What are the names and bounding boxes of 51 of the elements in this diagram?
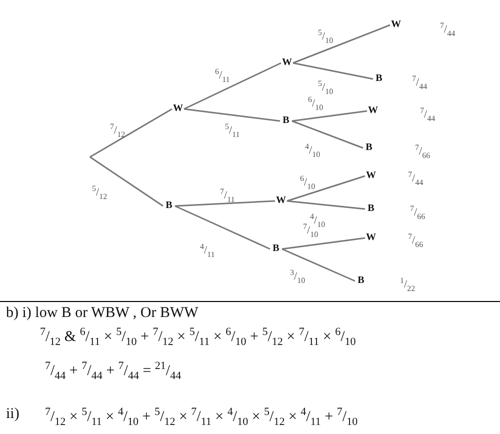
branch-line	[292, 120, 364, 149]
edge-label: $^{5}$/$_{10}$	[318, 27, 334, 47]
outcome-letter: B	[280, 114, 292, 128]
probability-label: $^{7}$/$_{66}$	[408, 231, 424, 251]
branch-line	[184, 108, 280, 122]
outcome-letter: W	[275, 194, 287, 208]
outcome-letter: B	[363, 141, 375, 155]
branch-line	[282, 237, 366, 250]
branch-line	[292, 24, 390, 64]
probability-label: $^{7}$/$_{44}$	[408, 169, 424, 189]
branch-line	[90, 108, 172, 158]
branch-line	[174, 200, 276, 207]
branch-line	[292, 62, 374, 80]
outcome-letter: B	[163, 199, 175, 213]
probability-label: $^{7}$/$_{44}$	[420, 105, 436, 125]
edge-label: $^{4}$/$_{10}$	[305, 141, 320, 161]
probability-label: $^{7}$/$_{44}$	[440, 20, 456, 40]
edge-label: $^{6}$/$_{10}$	[300, 173, 316, 193]
outcome-letter: B	[270, 242, 282, 256]
branch-line	[286, 175, 366, 202]
edge-label: $^{3}$/$_{10}$	[290, 267, 306, 287]
question-text: b) i) low B or WBW , Or BWW	[6, 304, 198, 323]
outcome-letter: W	[281, 56, 293, 70]
branch-line	[174, 205, 270, 250]
edge-label: $^{4}$/$_{11}$	[200, 241, 215, 261]
outcome-letter: B	[365, 202, 377, 216]
outcome-letter: W	[365, 231, 377, 245]
edge-label: $^{7}$/$_{11}$	[220, 186, 235, 206]
edge-label: $^{5}$/$_{12}$	[92, 183, 108, 203]
branch-line	[282, 248, 356, 282]
formula-text: $^{7}$/$_{12}$ & $^{6}$/$_{11}$ × $^{5}$/$_{10}$ + $^{7}$/$_{12}$ × $^{5}$/$_{11}$ × $^{6}$/$_{10}$ + $^{5}$/$_{12}$ × $^{7}$/$_{11}$ × $^{6}$/$_{10}$	[40, 325, 356, 350]
outcome-letter: B	[355, 274, 367, 288]
branch-line	[286, 200, 366, 210]
probability-label: $^{7}$/$_{66}$	[410, 203, 426, 223]
edge-label: $^{5}$/$_{11}$	[225, 121, 240, 141]
outcome-letter: W	[390, 18, 402, 32]
outcome-letter: W	[172, 102, 184, 116]
edge-label: $^{7}$/$_{12}$	[110, 121, 126, 141]
outcome-letter: W	[365, 169, 377, 183]
branch-line	[90, 156, 164, 207]
branch-line	[292, 110, 368, 122]
formula-text: $^{7}$/$_{44}$ + $^{7}$/$_{44}$ + $^{7}$/$_{44}$ = $^{21}$/$_{44}$	[45, 359, 182, 384]
probability-label: $^{1}$/$_{22}$	[400, 275, 416, 295]
probability-label: $^{7}$/$_{66}$	[415, 142, 430, 162]
formula-text: $^{7}$/$_{12}$ × $^{5}$/$_{11}$ × $^{4}$/$_{10}$ + $^{5}$/$_{12}$ × $^{7}$/$_{11}$ × $^{4}$/$_{10}$ × $^{5}$/$_{12}$ × $^{4}$/$_{11}$ + $^{7}$/$_{10}$	[45, 405, 358, 430]
probability-label: $^{7}$/$_{44}$	[412, 73, 428, 93]
edge-label: $^{6}$/$_{11}$	[215, 66, 230, 86]
branch-line	[184, 62, 282, 110]
outcome-letter: B	[373, 72, 385, 86]
question-text: ii)	[6, 405, 20, 424]
outcome-letter: W	[367, 104, 379, 118]
